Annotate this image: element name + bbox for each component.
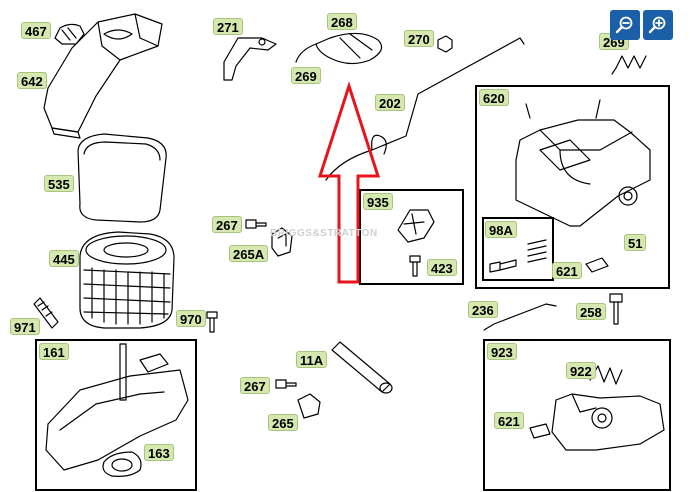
bracket-935 [397,209,435,243]
box-label-923[interactable]: 923 [487,343,517,360]
part-label-268[interactable]: 268 [327,13,357,30]
clip-621-lower [529,423,551,439]
screw-267 [245,219,267,229]
part-label-423[interactable]: 423 [427,259,457,276]
part-label-270[interactable]: 270 [404,30,434,47]
part-label-642[interactable]: 642 [17,72,47,89]
part-label-467[interactable]: 467 [21,22,51,39]
part-label-11a[interactable]: 11A [296,351,328,368]
part-label-258[interactable]: 258 [576,303,606,320]
knob-part [54,23,85,45]
part-label-202[interactable]: 202 [375,94,405,111]
box-label-620[interactable]: 620 [479,89,509,106]
air-cleaner-cover [43,13,163,139]
spring-922 [589,365,623,385]
part-label-970[interactable]: 970 [176,310,206,327]
box-923 [483,339,671,491]
box-98a [482,217,554,281]
link-236 [483,303,557,331]
base-161 [45,343,189,471]
part-label-535[interactable]: 535 [44,175,74,192]
nut-270 [437,35,453,53]
clamp-265a [271,227,293,257]
zoom-in-button[interactable] [643,10,673,40]
brand-watermark: BRIGGS&STRATTON [270,228,378,239]
part-label-265[interactable]: 265 [268,414,298,431]
box-label-161[interactable]: 161 [39,343,69,360]
part-label-265a[interactable]: 265A [229,245,269,262]
air-filter [79,231,175,329]
box-935 [359,189,464,285]
stud-part [33,297,59,329]
assembly-923 [551,393,665,451]
part-label-267-lower[interactable]: 267 [240,377,270,394]
part-label-621[interactable]: 621 [552,262,582,279]
box-label-935[interactable]: 935 [363,193,393,210]
link-202 [325,37,525,181]
gasket-163 [102,451,142,477]
part-label-267[interactable]: 267 [212,216,242,233]
clip-621 [585,257,609,273]
control-bracket-620 [515,99,651,227]
clamp-265 [297,393,321,419]
box-label-98a[interactable]: 98A [485,221,517,238]
screw-970 [206,311,218,333]
part-label-971[interactable]: 971 [10,318,40,335]
screw-267-lower [275,379,297,389]
zoom-in-icon [648,16,666,34]
pre-cleaner [77,133,167,223]
part-label-445[interactable]: 445 [49,250,79,267]
box-161 [35,339,197,491]
cable-268 [295,32,383,65]
spring-269 [611,55,647,75]
part-label-51[interactable]: 51 [624,234,647,251]
part-label-163[interactable]: 163 [144,444,174,461]
screw-423 [409,255,421,277]
sleeve-11a [331,341,393,394]
zoom-out-button[interactable] [610,10,640,40]
part-label-269[interactable]: 269 [291,67,321,84]
screw-98a [489,259,517,273]
highlight-arrow [317,81,381,284]
part-label-621-lower[interactable]: 621 [494,412,524,429]
lever-271 [223,37,277,81]
box-620 [475,85,670,289]
spring-98a [527,239,547,263]
screw-258 [609,293,623,325]
zoom-out-icon [615,16,633,34]
part-label-236[interactable]: 236 [468,301,498,318]
part-label-271[interactable]: 271 [213,18,243,35]
part-label-922[interactable]: 922 [566,362,596,379]
